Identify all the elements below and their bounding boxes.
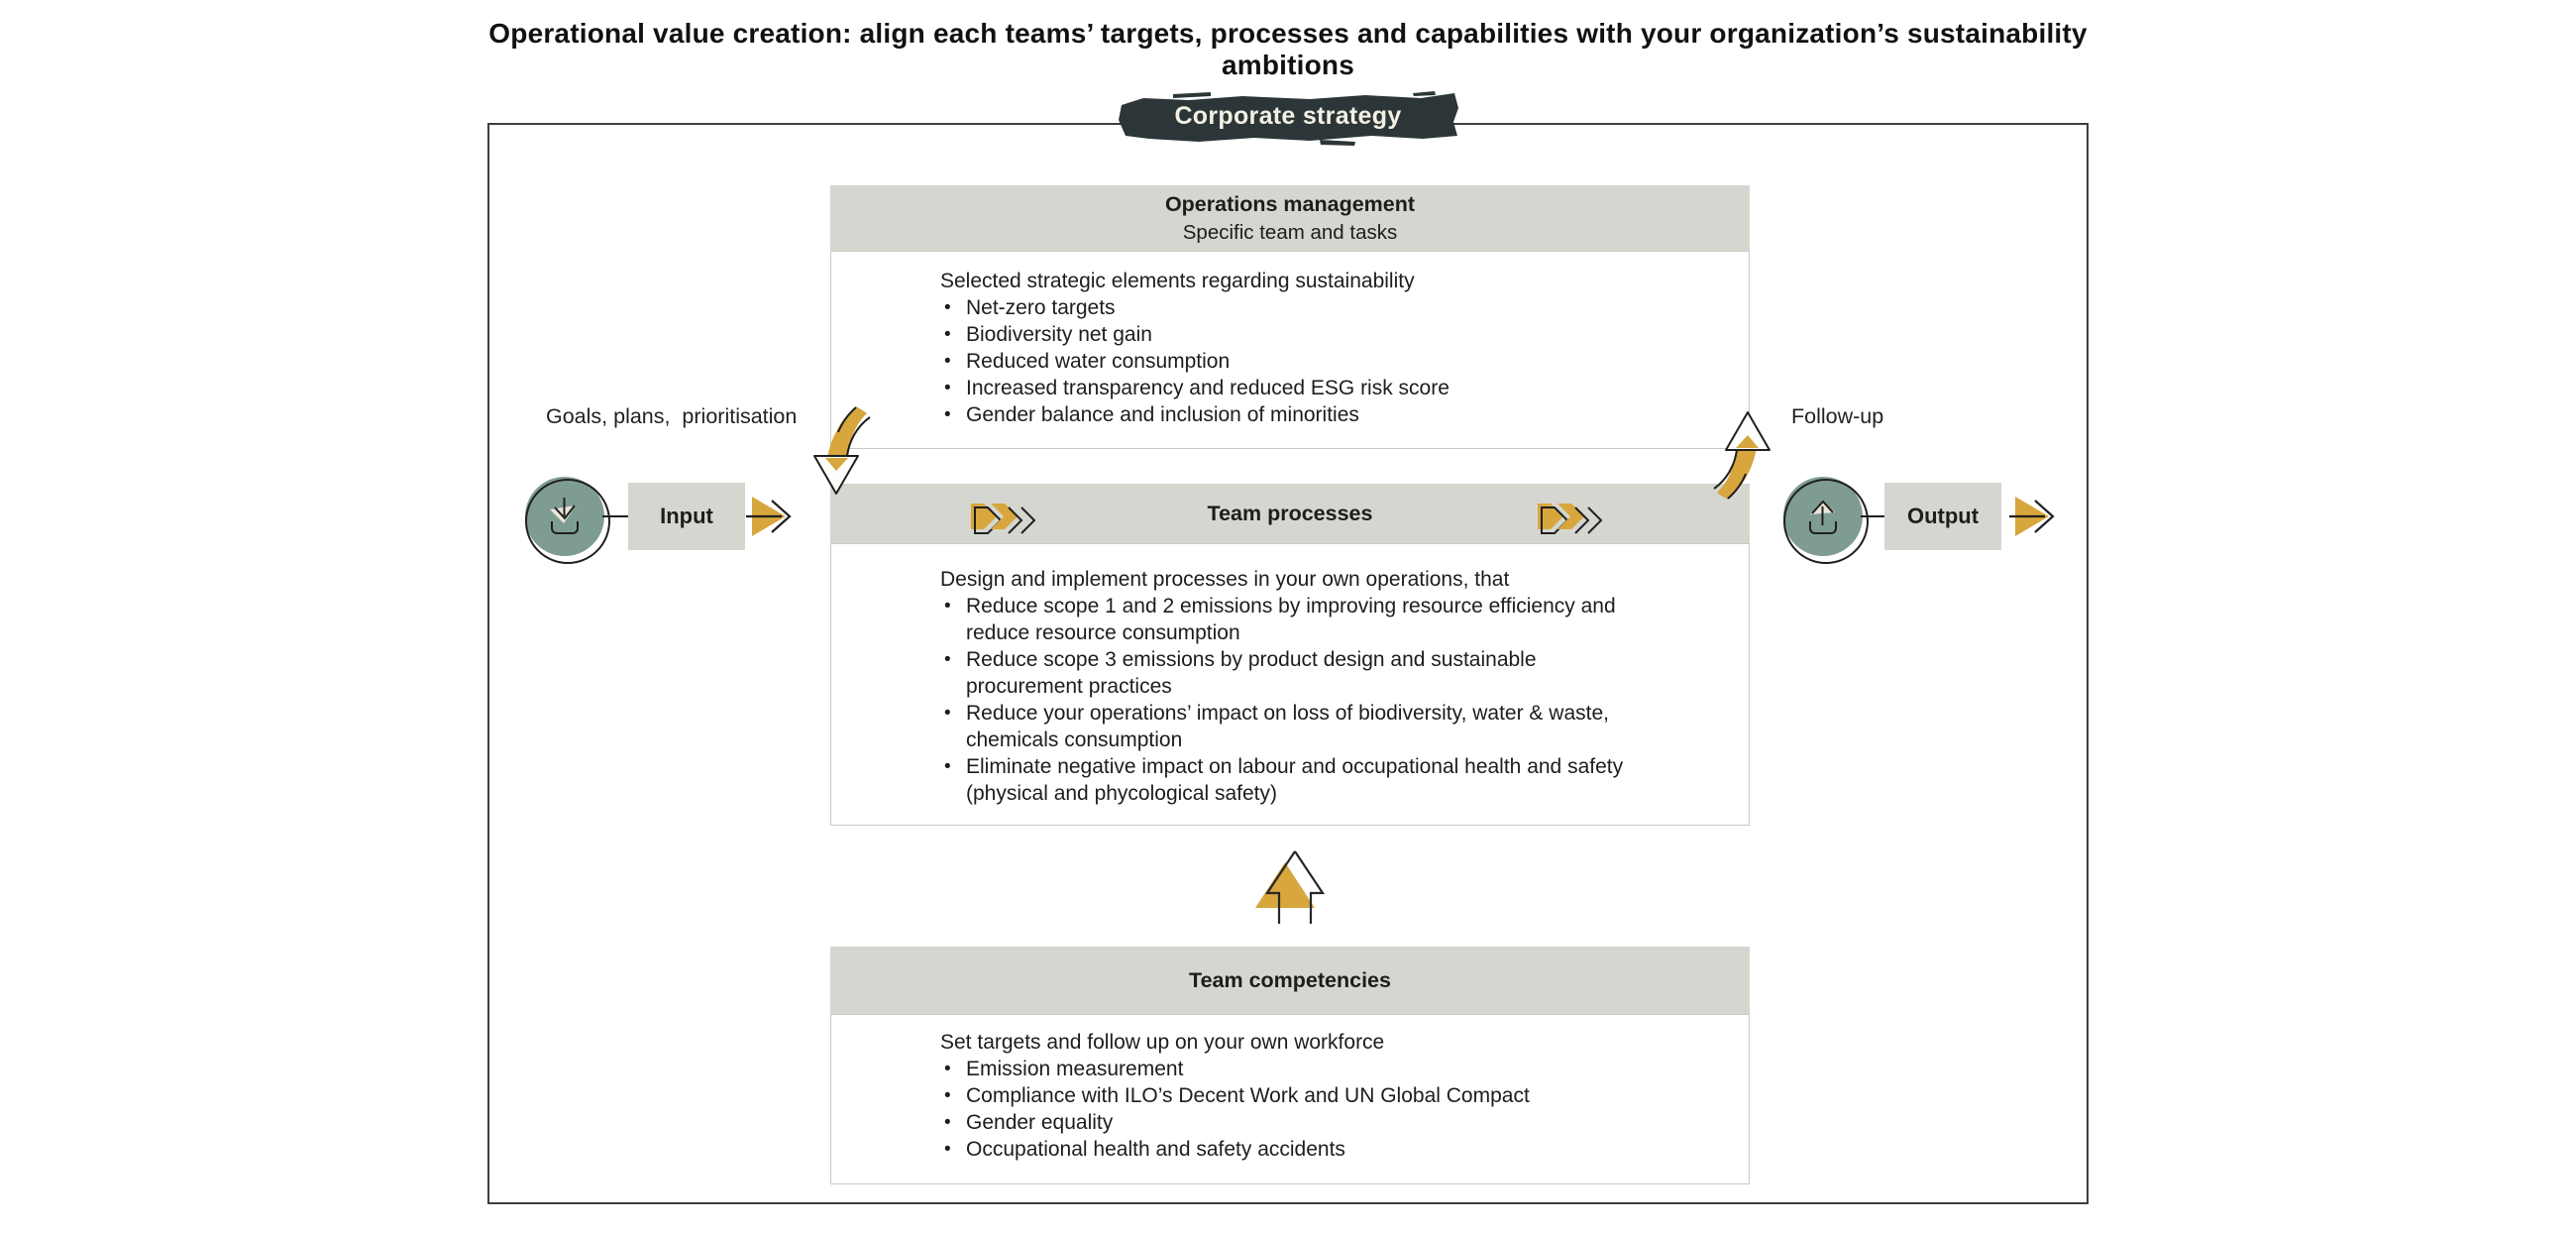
upload-icon <box>1809 500 1837 534</box>
bullet-item: Eliminate negative impact on labour and … <box>940 753 1644 807</box>
team-processes-body: Design and implement processes in your o… <box>830 543 1750 826</box>
bullet-item: Reduce scope 1 and 2 emissions by improv… <box>940 593 1644 646</box>
sketch-ring-icon <box>1783 479 1869 564</box>
team-competencies-bullet-list: Emission measurement Compliance with ILO… <box>940 1056 1644 1163</box>
team-competencies-lead: Set targets and follow up on your own wo… <box>940 1031 1385 1054</box>
team-competencies-header: Team competencies <box>830 947 1750 1014</box>
operations-management-header: Operations management Specific team and … <box>830 185 1750 251</box>
right-arrow-icon <box>746 497 792 536</box>
bullet-item: Reduced water consumption <box>940 348 1644 375</box>
input-flow-label: Goals, plans, prioritisation <box>546 404 798 428</box>
bullet-item: Reduce scope 3 emissions by product desi… <box>940 646 1644 700</box>
operations-management-subtitle: Specific team and tasks <box>1182 220 1398 244</box>
input-node-circle <box>525 477 610 564</box>
bullet-item: Occupational health and safety accidents <box>940 1136 1644 1163</box>
bullet-item: Increased transparency and reduced ESG r… <box>940 375 1644 401</box>
download-icon <box>550 498 579 534</box>
process-chevrons-icon <box>1538 504 1603 534</box>
team-competencies-body: Set targets and follow up on your own wo… <box>830 1014 1750 1184</box>
bullet-item: Compliance with ILO’s Decent Work and UN… <box>940 1082 1644 1109</box>
operations-lead: Selected strategic elements regarding su… <box>940 270 1415 292</box>
team-processes-bullet-list: Reduce scope 1 and 2 emissions by improv… <box>940 593 1644 807</box>
badge-label: Corporate strategy <box>1174 101 1402 130</box>
bullet-item: Net-zero targets <box>940 294 1644 321</box>
page-title: Operational value creation: align each t… <box>488 18 2088 80</box>
curved-arrow-up-icon <box>1713 411 1771 500</box>
bullet-item: Biodiversity net gain <box>940 321 1644 348</box>
output-connector-line <box>1861 515 1888 517</box>
right-arrow-icon <box>2009 497 2055 536</box>
bullet-item: Gender equality <box>940 1109 1644 1136</box>
output-box: Output <box>1884 483 2001 550</box>
process-chevrons-icon <box>971 504 1036 534</box>
operations-bullet-list: Net-zero targets Biodiversity net gain R… <box>940 294 1644 428</box>
team-processes-title: Team processes <box>1207 501 1373 525</box>
input-connector-line <box>602 515 630 517</box>
team-processes-lead: Design and implement processes in your o… <box>940 568 1510 591</box>
up-arrow-icon <box>1255 850 1326 924</box>
bullet-item: Gender balance and inclusion of minoriti… <box>940 401 1644 428</box>
operations-management-title: Operations management <box>1164 191 1416 216</box>
output-node-circle <box>1783 477 1869 564</box>
curved-arrow-down-icon <box>813 406 871 495</box>
brush-stroke-badge-shape <box>1119 91 1458 146</box>
bullet-item: Reduce your operations’ impact on loss o… <box>940 700 1644 753</box>
followup-flow-label: Follow-up <box>1791 404 1884 428</box>
operations-management-body: Selected strategic elements regarding su… <box>830 251 1750 449</box>
sketch-ring-icon <box>525 479 610 564</box>
corporate-strategy-badge: Corporate strategy <box>1116 87 1460 149</box>
team-competencies-title: Team competencies <box>1189 967 1391 992</box>
bullet-item: Emission measurement <box>940 1056 1644 1082</box>
input-box: Input <box>628 483 745 550</box>
